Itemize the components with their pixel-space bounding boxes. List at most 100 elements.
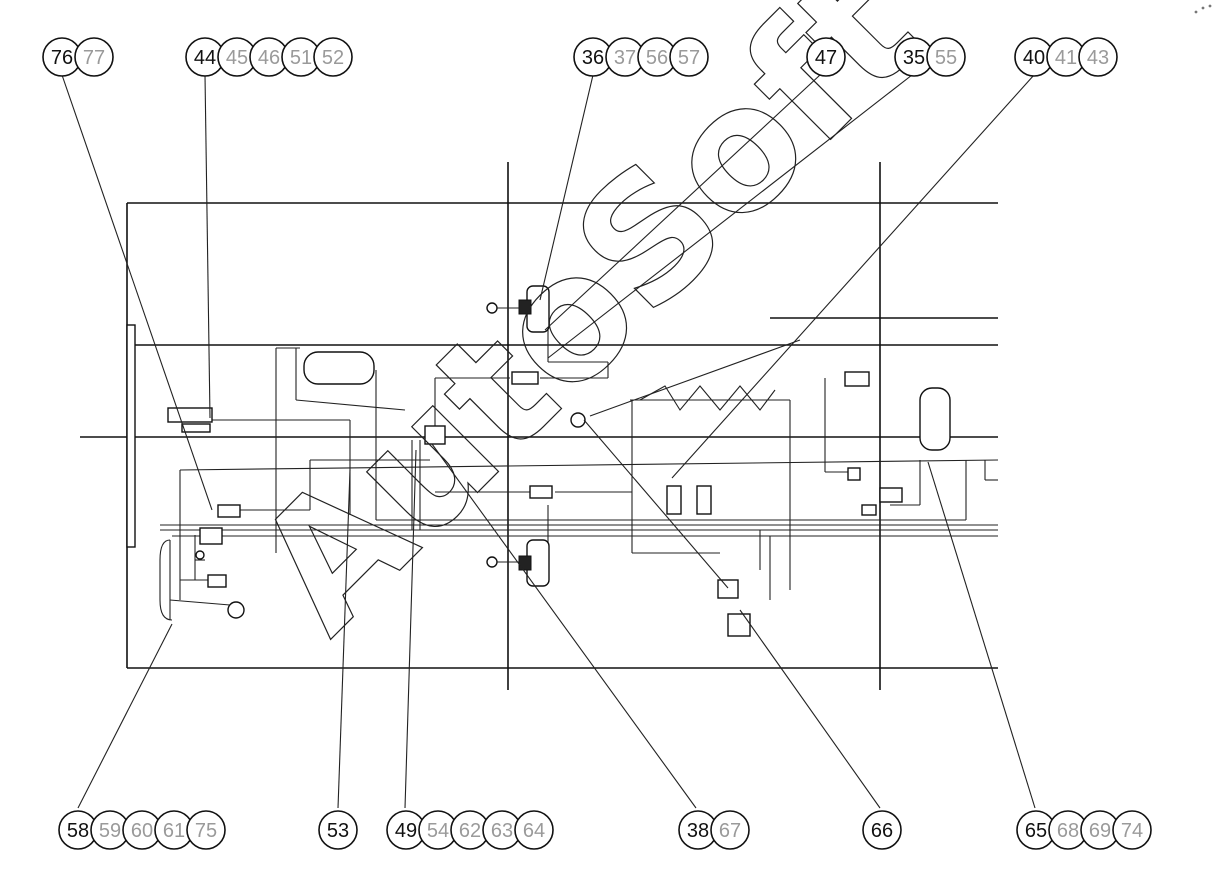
- callout-label: 77: [83, 47, 105, 69]
- callout-group-bottom-1: 58 59 60 61 75: [58, 810, 226, 850]
- callout-40: 40: [1014, 37, 1054, 77]
- callout-52: 52: [313, 37, 353, 77]
- callout-35: 35: [894, 37, 934, 77]
- leader-lines: [61, 74, 1036, 809]
- chassis-frame: [80, 162, 998, 690]
- callout-group-top-2: 44 45 46 51 52: [185, 37, 353, 77]
- callout-label: 35: [903, 47, 925, 69]
- callout-43: 43: [1078, 37, 1118, 77]
- callout-77: 77: [74, 37, 114, 77]
- callout-63: 63: [482, 810, 522, 850]
- spring-chamber-left: [666, 485, 682, 515]
- air-reservoir: [303, 351, 375, 385]
- callout-label: 61: [163, 820, 185, 842]
- callout-75: 75: [186, 810, 226, 850]
- callout-label: 46: [258, 47, 280, 69]
- callout-36: 36: [573, 37, 613, 77]
- callout-62: 62: [450, 810, 490, 850]
- control-valve: [717, 579, 739, 599]
- callout-label: 59: [99, 820, 121, 842]
- callout-49: 49: [386, 810, 426, 850]
- callout-label: 74: [1121, 820, 1143, 842]
- air-lines: [160, 330, 999, 620]
- callout-74: 74: [1112, 810, 1152, 850]
- inline-filter-upper: [511, 371, 539, 385]
- spring-chamber-right: [696, 485, 712, 515]
- callout-38: 38: [678, 810, 718, 850]
- corner-mark: [1194, 4, 1212, 14]
- callout-label: 52: [322, 47, 344, 69]
- callout-53: 53: [318, 810, 358, 850]
- callout-label: 57: [678, 47, 700, 69]
- callout-68: 68: [1048, 810, 1088, 850]
- callout-61: 61: [154, 810, 194, 850]
- callout-label: 41: [1055, 47, 1077, 69]
- callout-60: 60: [122, 810, 162, 850]
- callout-label: 64: [523, 820, 545, 842]
- callout-64: 64: [514, 810, 554, 850]
- callout-label: 75: [195, 820, 217, 842]
- callout-59: 59: [90, 810, 130, 850]
- callout-label: 63: [491, 820, 513, 842]
- callout-bubbles: 76 77 44 45 46 51 52 36 37 56 57 47 35 55 40 41 43 58 59 60…: [42, 37, 1152, 850]
- callout-55: 55: [926, 37, 966, 77]
- callout-57: 57: [669, 37, 709, 77]
- callout-label: 76: [51, 47, 73, 69]
- callout-label: 53: [327, 820, 349, 842]
- callout-group-bottom-5: 66: [862, 810, 902, 850]
- callout-label: 66: [871, 820, 893, 842]
- pressure-gauge: [227, 601, 245, 619]
- callout-group-bottom-4: 38 67: [678, 810, 750, 850]
- inline-filter-lower: [529, 485, 553, 499]
- callout-label: 40: [1023, 47, 1045, 69]
- callout-label: 55: [935, 47, 957, 69]
- callout-65: 65: [1016, 810, 1056, 850]
- callout-label: 36: [582, 47, 604, 69]
- callout-label: 45: [226, 47, 248, 69]
- callout-label: 43: [1087, 47, 1109, 69]
- dryer-unit: [199, 527, 223, 545]
- callout-label: 62: [459, 820, 481, 842]
- relay-valve: [424, 425, 446, 445]
- callout-group-bottom-2: 53: [318, 810, 358, 850]
- callout-label: 58: [67, 820, 89, 842]
- callout-label: 38: [687, 820, 709, 842]
- vertical-tank: [919, 387, 951, 451]
- callout-label: 44: [194, 47, 216, 69]
- callout-58: 58: [58, 810, 98, 850]
- callout-41: 41: [1046, 37, 1086, 77]
- compressor: [167, 407, 213, 423]
- callout-label: 67: [719, 820, 741, 842]
- callout-label: 68: [1057, 820, 1079, 842]
- callout-label: 49: [395, 820, 417, 842]
- callout-label: 69: [1089, 820, 1111, 842]
- callout-group-bottom-6: 65 68 69 74: [1016, 810, 1152, 850]
- callout-group-top-3: 36 37 56 57: [573, 37, 709, 77]
- callout-54: 54: [418, 810, 458, 850]
- svg-text:AutoSoft: AutoSoft: [219, 0, 957, 669]
- valve-box: [727, 613, 751, 637]
- callout-69: 69: [1080, 810, 1120, 850]
- callout-67: 67: [710, 810, 750, 850]
- callout-label: 37: [614, 47, 636, 69]
- components: [159, 285, 951, 637]
- callout-group-top-1: 76 77: [42, 37, 114, 77]
- watermark: AutoSoft: [218, 0, 957, 670]
- callout-label: 60: [131, 820, 153, 842]
- callout-group-top-5: 35 55: [894, 37, 966, 77]
- callout-label: 54: [427, 820, 449, 842]
- callout-label: 65: [1025, 820, 1047, 842]
- callout-66: 66: [862, 810, 902, 850]
- callout-76: 76: [42, 37, 82, 77]
- callout-47: 47: [806, 37, 846, 77]
- callout-group-top-4: 47: [806, 37, 846, 77]
- callout-group-top-6: 40 41 43: [1014, 37, 1118, 77]
- callout-label: 47: [815, 47, 837, 69]
- coupling-head: [844, 371, 870, 387]
- callout-44: 44: [185, 37, 225, 77]
- callout-group-bottom-3: 49 54 62 63 64: [386, 810, 554, 850]
- callout-label: 56: [646, 47, 668, 69]
- callout-label: 51: [290, 47, 312, 69]
- callout-56: 56: [637, 37, 677, 77]
